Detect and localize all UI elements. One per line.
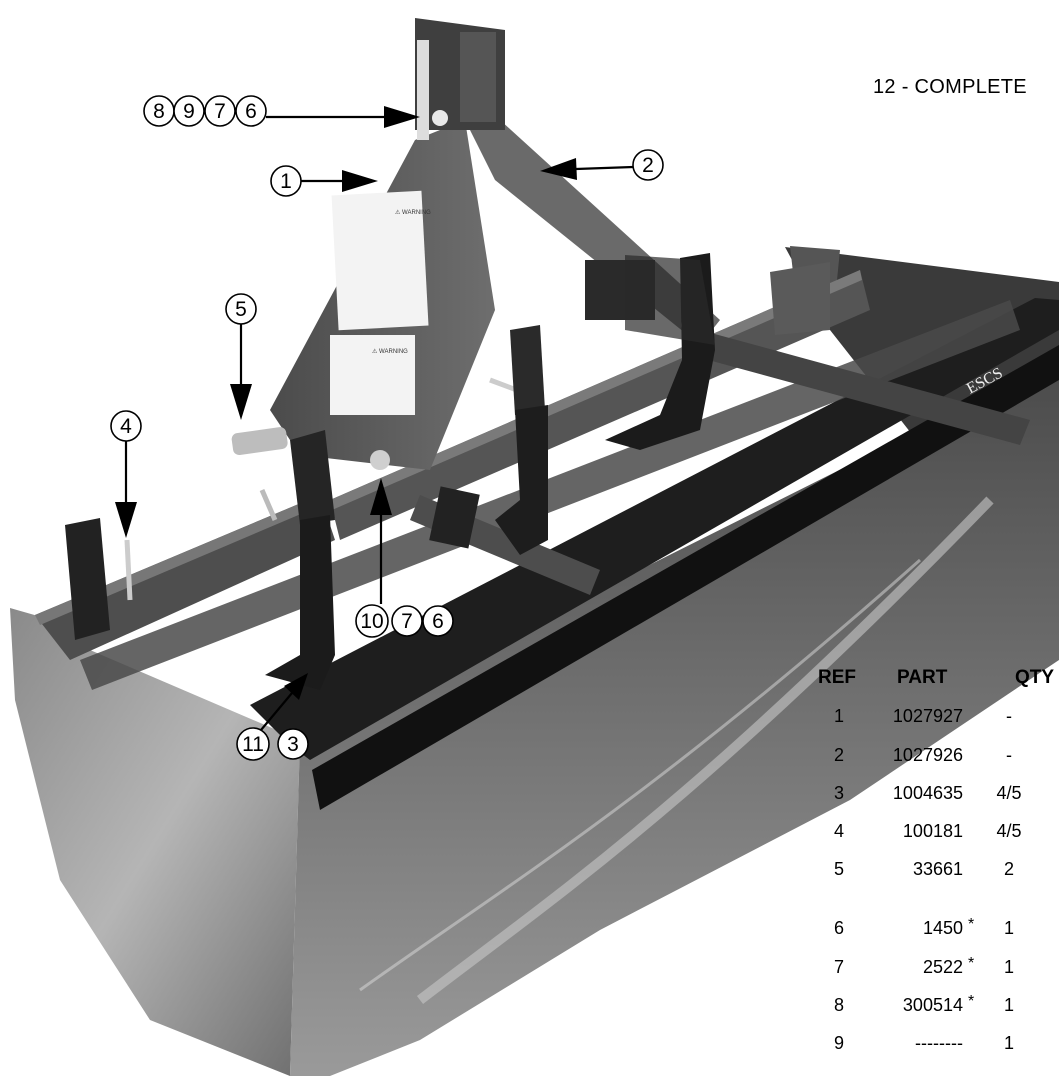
callout-label: 8 (153, 100, 165, 123)
serial-plate (429, 486, 480, 549)
callout-label: 10 (360, 610, 383, 633)
callout-label: 1 (280, 170, 292, 193)
callout-label: 9 (183, 100, 195, 123)
callout-5: 5 (225, 293, 257, 420)
warning-decal-2: ⚠ WARNING (372, 348, 408, 355)
section-heading: 12 - COMPLETE (873, 76, 1027, 98)
callout-11-3: 11 3 (236, 673, 309, 761)
callout-label: 6 (245, 100, 257, 123)
blade-box (10, 298, 1059, 1076)
callout-label: 5 (235, 298, 247, 321)
callout-label: 4 (120, 415, 132, 438)
callout-label: 7 (214, 100, 226, 123)
callout-8976: 8 9 7 6 (143, 95, 420, 128)
callout-2: 2 (540, 149, 664, 181)
callout-1: 1 (270, 165, 378, 197)
callout-label: 2 (642, 154, 654, 177)
warning-decal-1: ⚠ WARNING (395, 209, 431, 216)
ripper-shanks (65, 253, 715, 690)
callout-label: 7 (401, 610, 413, 633)
callout-label: 3 (287, 733, 299, 756)
callout-label: 6 (432, 610, 444, 633)
callout-4: 4 (110, 410, 142, 538)
callout-10-7-6: 10 7 6 (355, 478, 454, 638)
callout-label: 11 (242, 733, 264, 756)
